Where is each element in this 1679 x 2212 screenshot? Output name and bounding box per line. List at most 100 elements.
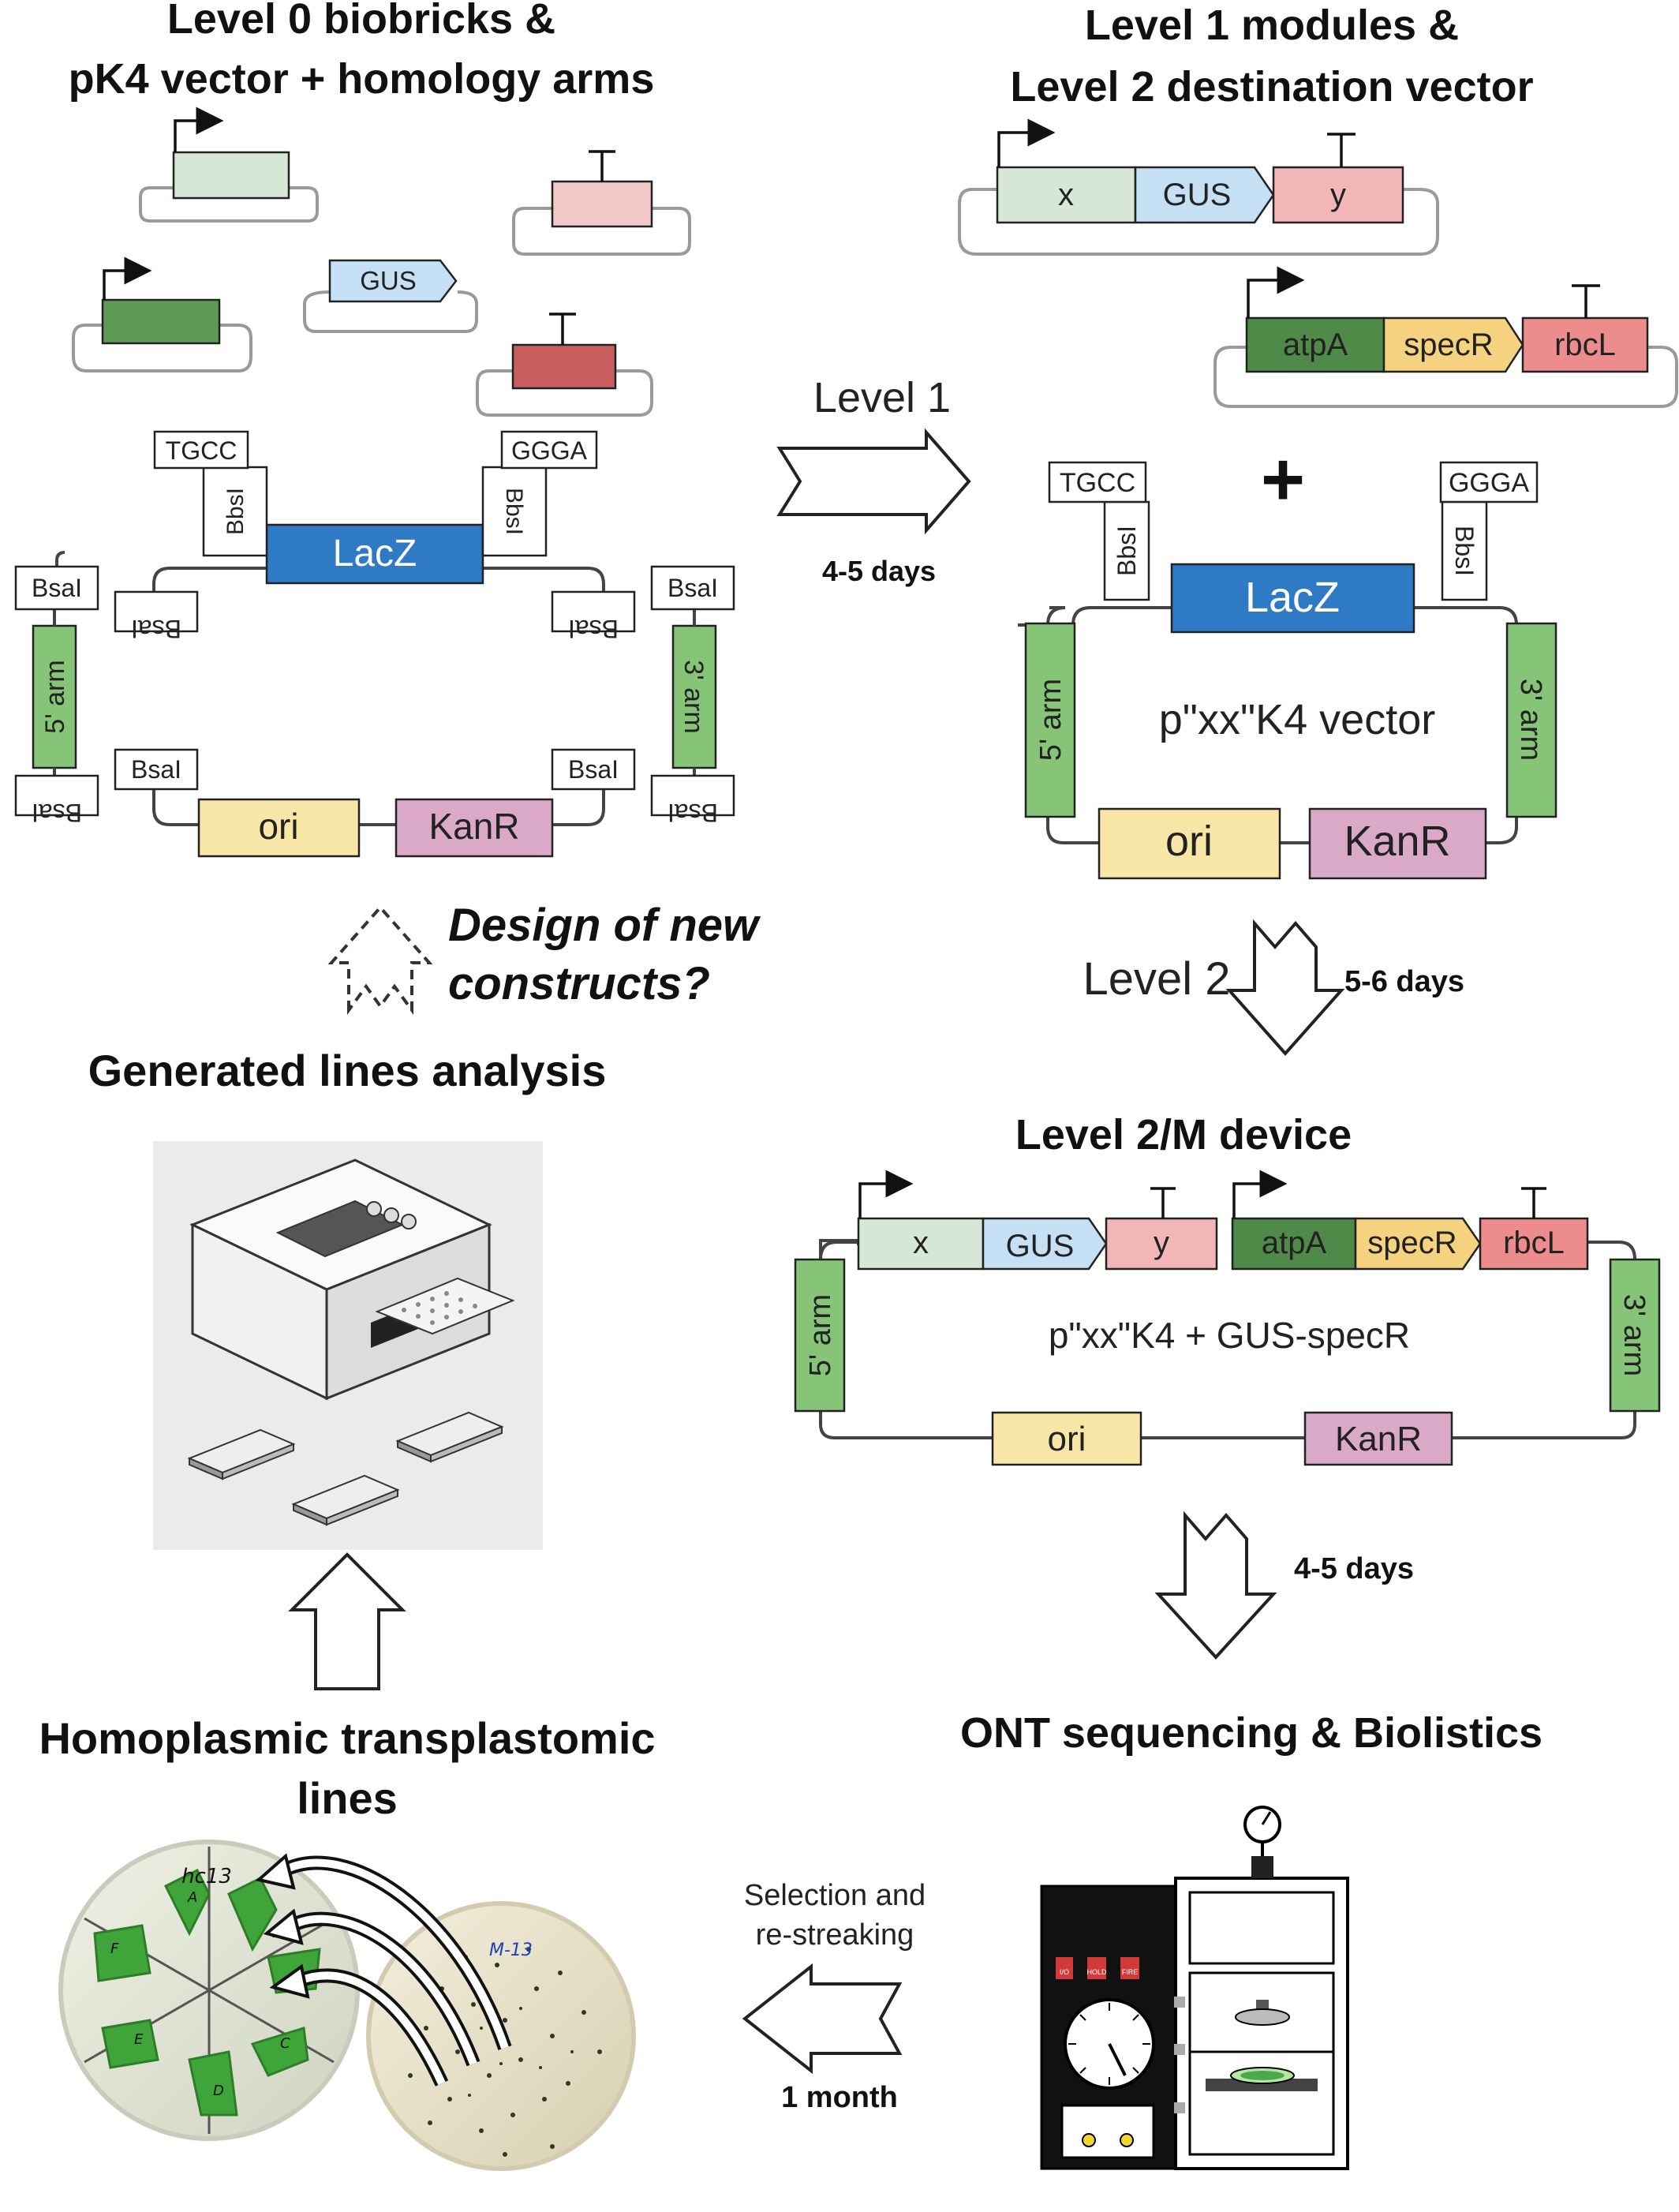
terminator-icon: [1521, 1187, 1546, 1218]
plus-sign: +: [1261, 437, 1305, 522]
3-arm-label: 3' arm: [1617, 1294, 1651, 1376]
design-question-line2: constructs?: [448, 958, 710, 1009]
lacz-label: LacZ: [333, 533, 417, 575]
selection-arrow-icon: [742, 1963, 903, 2075]
atpa-label: atpA: [1283, 327, 1348, 362]
tgcc-label: TGCC: [166, 436, 237, 465]
ori-label: ori: [258, 806, 298, 847]
level1-module-specr: atpA specR rbcL: [1213, 266, 1678, 408]
hold-button-label: HOLD: [1086, 1968, 1107, 1976]
homoplasmic-title-line1: Homoplasmic transplastomic: [39, 1713, 655, 1763]
promoter-arrow-icon: [1232, 1170, 1288, 1218]
gus-label: GUS: [1006, 1229, 1075, 1263]
biobrick-promoter-light: [139, 107, 319, 223]
3-arm-label: 3' arm: [679, 660, 709, 733]
terminator-icon: [589, 150, 615, 182]
homoplasmic-title-line2: lines: [297, 1773, 398, 1823]
level1-step-label: Level 1: [813, 374, 951, 421]
level2m-device: 5' arm 3' arm x GUS y atpA specR rbcL or…: [794, 1170, 1661, 1466]
level0-title-line2: pK4 vector + homology arms: [69, 55, 655, 103]
biobrick-promoter-dark: [72, 256, 252, 372]
y-label: y: [1154, 1226, 1169, 1260]
bbsi-label: BbsI: [1112, 526, 1141, 576]
petri-plate-restreak: hc13 B F E D C A: [58, 1840, 360, 2141]
ggga-label: GGGA: [511, 436, 588, 465]
x-label: x: [1058, 178, 1074, 212]
power-button-label: I/O: [1060, 1968, 1069, 1976]
selection-time: 1 month: [781, 2081, 898, 2114]
3-arm-label: 3' arm: [1514, 679, 1547, 761]
specr-label: specR: [1404, 327, 1493, 362]
promoter-arrow-icon: [858, 1170, 914, 1218]
level2-arrow-icon: [1225, 919, 1345, 1057]
rbcl-label: rbcL: [1503, 1226, 1565, 1260]
rbcl-label: rbcL: [1554, 327, 1616, 362]
bbsi-label: BbsI: [1450, 526, 1479, 576]
promoter-arrow-icon: [174, 107, 224, 152]
5-arm-label: 5' arm: [804, 1294, 837, 1376]
terminator-icon: [549, 313, 576, 345]
5-arm-label: 5' arm: [1034, 679, 1068, 761]
level1-time: 4-5 days: [822, 555, 936, 587]
level2-step-label: Level 2: [1083, 953, 1230, 1005]
ori-label: ori: [1165, 818, 1213, 865]
tgcc-label: TGCC: [1060, 468, 1135, 498]
specr-label: specR: [1367, 1226, 1457, 1260]
atpa-label: atpA: [1262, 1226, 1327, 1260]
destination-vector: 5' arm 3' arm LacZ ori KanR p"xx"K4 vect…: [1018, 461, 1557, 880]
plate-reader-illustration: [153, 1141, 543, 1550]
level1-arrow-icon: [776, 428, 971, 535]
level0-title-line1: Level 0 biobricks &: [167, 0, 555, 43]
left-plate-label: hc13: [181, 1865, 232, 1888]
sector-label: A: [187, 1889, 197, 1906]
bsai-label: BsaI: [568, 755, 619, 784]
sector-label: D: [213, 2083, 224, 2099]
level1-module-gus: x GUS y: [958, 118, 1439, 256]
level2m-title: Level 2/M device: [1015, 1111, 1352, 1158]
kanr-label: KanR: [1344, 818, 1450, 865]
ont-title: ONT sequencing & Biolistics: [960, 1709, 1543, 1757]
y-label: y: [1330, 178, 1346, 212]
arrow-head-icon: [263, 1908, 304, 1945]
right-plate-label: M-13: [489, 1941, 533, 1960]
bbsi-label: BbsI: [222, 488, 249, 535]
biobrick-terminator-dark: [476, 313, 653, 417]
bsai-label: BsaI: [131, 615, 181, 643]
ori-label: ori: [1048, 1420, 1086, 1458]
sector-label: C: [280, 2035, 290, 2052]
kanr-label: KanR: [428, 806, 519, 847]
selection-label-line2: re-streaking: [756, 1918, 914, 1952]
biobrick-terminator-light: [512, 150, 691, 256]
microplate-icon: [395, 1411, 504, 1463]
bsai-label: BsaI: [32, 574, 82, 602]
bsai-label: BsaI: [667, 574, 718, 602]
arrow-head-icon: [255, 1853, 296, 1890]
power-button-icon: [1056, 1957, 1073, 1979]
level1-title-line1: Level 1 modules &: [1085, 2, 1459, 49]
sector-label: E: [134, 2031, 144, 2048]
sequencing-time: 4-5 days: [1294, 1552, 1414, 1585]
lacz-label: LacZ: [1245, 574, 1340, 621]
bsai-label: BsaI: [32, 799, 82, 827]
dest-vector-name: p"xx"K4 vector: [1159, 696, 1435, 743]
terminator-icon: [1572, 284, 1600, 318]
kanr-label: KanR: [1335, 1420, 1422, 1458]
gus-label: GUS: [1163, 178, 1232, 212]
design-question-line1: Design of new: [448, 900, 761, 951]
bbsi-label: BbsI: [501, 488, 527, 535]
bsai-label: BsaI: [568, 615, 619, 643]
microplate-icon: [187, 1428, 296, 1480]
pk4-vector: 5' arm 3' arm LacZ ori KanR BbsI TGCC Bb…: [14, 430, 735, 858]
ggga-label: GGGA: [1449, 468, 1529, 498]
x-label: x: [913, 1226, 929, 1260]
terminator-icon: [1150, 1187, 1176, 1218]
bsai-label: BsaI: [131, 755, 181, 784]
fire-button-label: FIRE: [1122, 1968, 1139, 1976]
level2-time: 5-6 days: [1344, 965, 1464, 998]
gus-label: GUS: [360, 266, 417, 295]
gene-gun-illustration: I/O HOLD FIRE: [1040, 1806, 1349, 2170]
sector-label: F: [110, 1941, 119, 1957]
design-up-arrow-icon: [327, 904, 433, 1016]
promoter-arrow-icon: [103, 256, 152, 300]
